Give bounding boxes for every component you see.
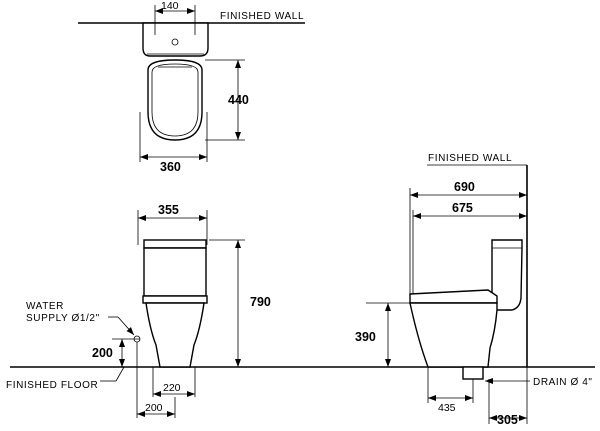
finished-wall-label-side: FINISHED WALL <box>428 153 512 164</box>
dim-355: 355 <box>158 203 179 217</box>
dim-220: 220 <box>163 382 181 394</box>
drain-pipe <box>462 366 484 380</box>
dim-base-200: 200 <box>145 402 163 414</box>
tank-body-front <box>143 247 207 297</box>
dim-390: 390 <box>355 330 376 344</box>
water-supply-label-1: WATER <box>26 301 64 312</box>
tank-front <box>143 239 207 249</box>
seat-front <box>142 295 208 304</box>
supply-hole <box>171 38 179 46</box>
bowl-side <box>409 302 498 368</box>
drain-label: DRAIN Ø 4" <box>533 377 593 388</box>
seat-top-outline <box>147 59 203 141</box>
tank-top-outline <box>142 22 209 57</box>
finished-wall-label-top: FINISHED WALL <box>220 11 304 22</box>
tank-side <box>491 239 523 311</box>
dim-supply-200: 200 <box>92 346 113 360</box>
dim-435: 435 <box>438 402 456 414</box>
top-view: FINISHED WALL 140 440 360 <box>78 0 305 174</box>
dim-440: 440 <box>228 93 249 107</box>
supply-leader-arrow <box>117 316 135 336</box>
water-supply-label-2: SUPPLY Ø1/2" <box>26 313 100 324</box>
side-view: FINISHED WALL 690 675 390 DRAIN Ø 4" 435 <box>355 153 593 427</box>
seat-side <box>409 289 498 304</box>
finished-floor-label: FINISHED FLOOR <box>6 380 98 391</box>
dim-675: 675 <box>452 201 473 215</box>
dim-790: 790 <box>250 295 271 309</box>
seat-inner-outline <box>151 63 199 137</box>
dim-360: 360 <box>160 160 181 174</box>
floor-leader <box>115 366 125 382</box>
dim-305: 305 <box>497 413 518 427</box>
bowl-front <box>145 302 205 368</box>
dim-690: 690 <box>454 180 475 194</box>
front-view: FINISHED FLOOR 355 790 WATER SUPPLY Ø1/2… <box>6 203 595 418</box>
dim-140: 140 <box>161 0 179 12</box>
